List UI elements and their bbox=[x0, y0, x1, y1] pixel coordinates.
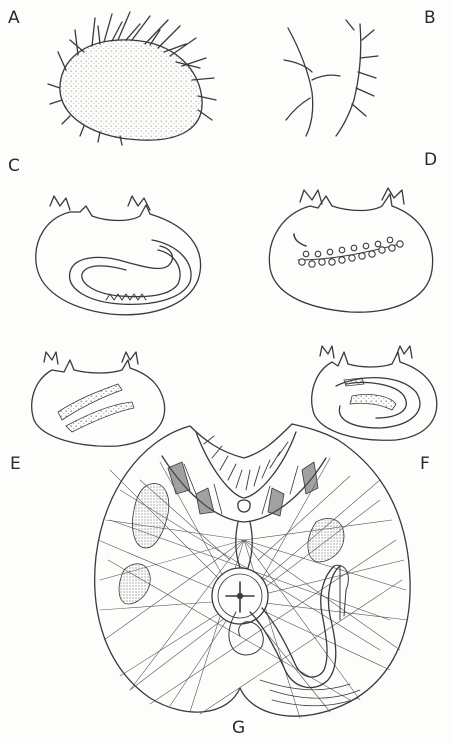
panel-label-e: E bbox=[10, 456, 21, 473]
specimen-d bbox=[269, 188, 432, 312]
panel-label-a: A bbox=[8, 10, 20, 27]
specimen-b bbox=[284, 20, 378, 136]
specimen-f bbox=[312, 346, 437, 440]
specimen-g bbox=[95, 424, 410, 718]
specimen-e bbox=[32, 352, 165, 446]
panel-label-f: F bbox=[420, 456, 430, 473]
panel-label-d: D bbox=[424, 152, 437, 169]
panel-label-c: C bbox=[8, 158, 20, 175]
specimen-a bbox=[48, 12, 216, 145]
specimen-c bbox=[36, 196, 201, 315]
panel-label-g: G bbox=[232, 720, 245, 737]
panel-label-b: B bbox=[424, 10, 436, 27]
